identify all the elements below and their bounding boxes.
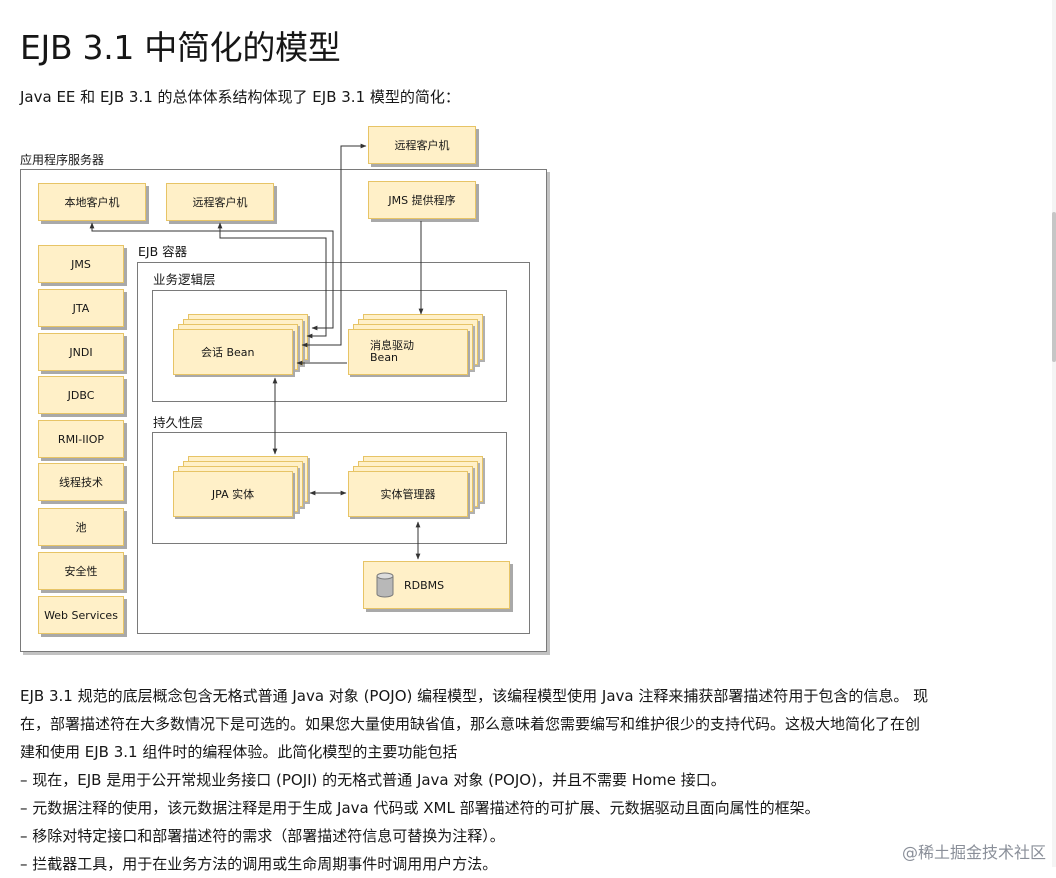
mdb-label-line2: Bean [370, 351, 399, 364]
jms-provider-box: JMS 提供程序 [368, 181, 476, 219]
paragraph-line: 在，部署描述符在大多数情况下是可选的。如果您大量使用缺省值，那么意味着您需要编写… [20, 715, 921, 733]
entity-manager-box: 实体管理器 [348, 471, 468, 517]
diagram-connectors [89, 143, 424, 560]
jms-provider-label: JMS 提供程序 [388, 194, 456, 207]
bullet-item: – 现在，EJB 是用于公开常规业务接口 (POJI) 的无格式普通 Java … [20, 771, 726, 789]
service-web-services: Web Services [38, 596, 124, 634]
mdb-box: 消息驱动 Bean [348, 329, 468, 375]
scrollbar-thumb[interactable] [1052, 212, 1056, 362]
remote-client-box: 远程客户机 [166, 183, 274, 221]
service-jdbc: JDBC [38, 376, 124, 414]
architecture-diagram: 远程客户机 应用程序服务器 本地客户机 远程客户机 JMS 提供程序 JMS J… [0, 118, 560, 663]
service-security: 安全性 [38, 552, 124, 590]
bullet-item: – 元数据注释的使用，该元数据注释是用于生成 Java 代码或 XML 部署描述… [20, 799, 820, 817]
app-server-label: 应用程序服务器 [20, 153, 105, 167]
bullet-item: – 移除对特定接口和部署描述符的需求（部署描述符信息可替换为注释）。 [20, 827, 505, 845]
service-label: RMI-IIOP [57, 432, 105, 446]
entity-manager-label: 实体管理器 [380, 488, 436, 501]
watermark: @稀土掘金技术社区 [901, 843, 1046, 862]
intro-text: Java EE 和 EJB 3.1 的总体体系结构体现了 EJB 3.1 模型的… [20, 88, 460, 106]
mdb-label-line1: 消息驱动 [370, 339, 414, 352]
service-label: 安全性 [64, 565, 98, 578]
remote-client-label: 远程客户机 [192, 196, 248, 209]
jpa-entity-box: JPA 实体 [173, 471, 293, 517]
service-label: JDBC [67, 388, 95, 402]
service-label: Web Services [44, 608, 118, 622]
paragraph-line: 建和使用 EJB 3.1 组件时的编程体验。此简化模型的主要功能包括 [20, 743, 458, 761]
session-bean-label: 会话 Bean [201, 346, 255, 359]
service-label: JTA [72, 301, 90, 315]
service-label: JNDI [69, 345, 93, 359]
service-jndi: JNDI [38, 333, 124, 371]
paragraph-line: EJB 3.1 规范的底层概念包含无格式普通 Java 对象 (POJO) 编程… [20, 687, 929, 705]
scrollbar-track[interactable] [1052, 0, 1056, 867]
remote-client-external-label: 远程客户机 [394, 139, 450, 152]
rdbms-box: RDBMS [363, 561, 510, 609]
rdbms-label: RDBMS [404, 578, 445, 592]
service-label: 线程技术 [59, 476, 103, 489]
persistence-layer-label: 持久性层 [153, 415, 204, 430]
bullet-item: – 拦截器工具，用于在业务方法的调用或生命周期事件时调用用户方法。 [20, 855, 498, 873]
service-label: JMS [71, 257, 91, 271]
service-pooling: 池 [38, 508, 124, 546]
service-threading: 线程技术 [38, 463, 124, 501]
service-label: 池 [75, 521, 87, 534]
database-icon [376, 572, 394, 598]
page-title: EJB 3.1 中简化的模型 [20, 28, 341, 67]
jpa-entity-label: JPA 实体 [211, 488, 255, 501]
remote-client-external-box: 远程客户机 [368, 126, 476, 164]
local-client-label: 本地客户机 [64, 196, 120, 209]
local-client-box: 本地客户机 [38, 183, 146, 221]
service-rmi-iiop: RMI-IIOP [38, 420, 124, 458]
body-text: EJB 3.1 规范的底层概念包含无格式普通 Java 对象 (POJO) 编程… [20, 682, 1020, 878]
